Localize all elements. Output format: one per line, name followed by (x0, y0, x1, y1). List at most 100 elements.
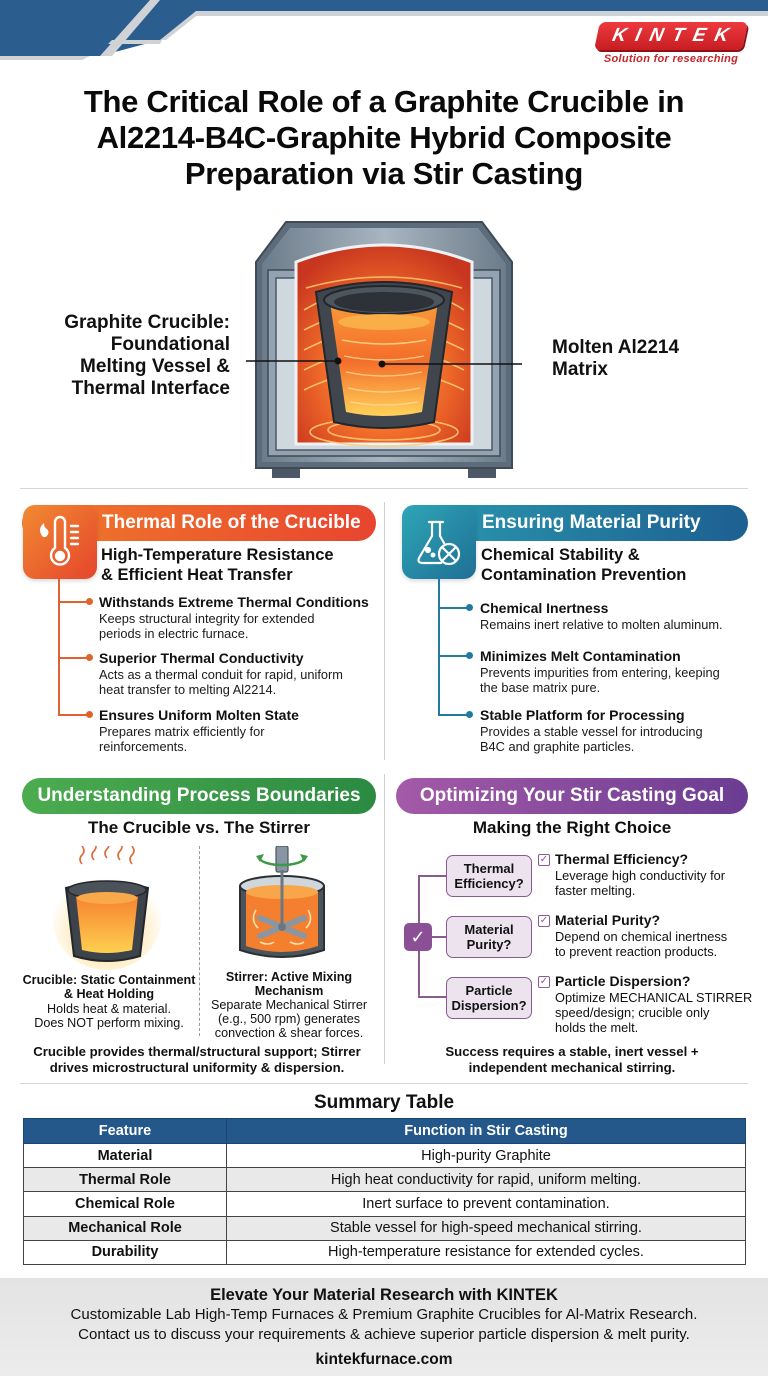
column-divider (384, 502, 385, 760)
choice-desc: faster melting. (555, 883, 636, 898)
item-desc: reinforcements. (99, 739, 188, 754)
checkbox-icon: ✓ (538, 854, 550, 866)
mechanical-stirrer-icon (239, 846, 325, 958)
title-line: Preparation via Stir Casting (184, 156, 584, 191)
item-desc: Acts as a thermal conduit for rapid, uni… (99, 667, 343, 682)
summary-table-title: Summary Table (313, 1092, 455, 1113)
function-cell: High heat conductivity for rapid, unifor… (226, 1167, 746, 1193)
choice-desc: Depend on chemical inertness (555, 929, 728, 944)
choice-desc: holds the melt. (555, 1020, 639, 1035)
summary-table: Feature Function in Stir Casting Materia… (23, 1118, 746, 1265)
choice-label: Thermal (463, 861, 515, 876)
boundaries-section-header: Understanding Process Boundaries (22, 778, 376, 814)
bullet-dot (466, 711, 473, 718)
choice-detail: Thermal Efficiency? Leverage high conduc… (555, 851, 755, 898)
feature-cell: Thermal Role (23, 1167, 227, 1193)
footer-text: Customizable Lab High-Temp Furnaces & Pr… (70, 1306, 698, 1323)
comparison-title: Mechanism (254, 984, 324, 998)
stirrer-comparison: Stirrer: Active Mixing Mechanism Separat… (202, 970, 376, 1040)
bullet-dot (466, 652, 473, 659)
footer-text: Contact us to discuss your requirements … (78, 1326, 690, 1343)
column-divider (384, 774, 385, 1064)
item-desc: periods in electric furnace. (99, 626, 249, 641)
purity-subtitle: Chemical Stability & Contamination Preve… (481, 545, 686, 585)
logo-tagline: Solution for researching (603, 53, 739, 65)
tree-connector (438, 655, 468, 657)
choice-title: Material Purity? (555, 912, 661, 928)
header-banner-shape (0, 0, 768, 60)
table-row: Durability High-temperature resistance f… (23, 1239, 746, 1265)
purity-item: Minimizes Melt Contamination Prevents im… (480, 648, 760, 695)
choice-desc: speed/design; crucible only (555, 1005, 710, 1020)
bullet-dot (86, 654, 93, 661)
footer-headline: Elevate Your Material Research with KINT… (210, 1286, 558, 1304)
boundaries-summary-note: Crucible provides thermal/structural sup… (14, 1044, 380, 1076)
choice-label: Purity? (466, 937, 512, 952)
tree-connector (58, 579, 60, 716)
optimizing-subtitle: Making the Right Choice (472, 818, 672, 837)
callout-line: Foundational (110, 334, 230, 355)
function-cell: Stable vessel for high-speed mechanical … (226, 1215, 746, 1241)
furnace-crucible-illustration (246, 221, 522, 478)
choice-desc: Leverage high conductivity for (555, 868, 726, 883)
comparison-desc: Holds heat & material. (47, 1002, 171, 1016)
page-title: The Critical Role of a Graphite Crucible… (0, 84, 768, 192)
item-title: Ensures Uniform Molten State (99, 707, 299, 723)
column-header: Feature (23, 1118, 227, 1144)
item-title: Withstands Extreme Thermal Conditions (99, 594, 369, 610)
table-header-row: Feature Function in Stir Casting (23, 1118, 746, 1144)
comparison-desc: Separate Mechanical Stirrer (210, 998, 368, 1012)
item-desc: Provides a stable vessel for introducing (480, 724, 703, 739)
section-divider (20, 488, 748, 489)
choice-title: Particle Dispersion? (555, 973, 691, 989)
tree-connector (58, 601, 88, 603)
comparison-title: Stirrer: Active Mixing (225, 970, 353, 984)
choice-label: Particle (465, 983, 513, 998)
tree-connector (58, 657, 88, 659)
callout-line: Molten Al2214 (552, 337, 680, 358)
thermal-item: Ensures Uniform Molten State Prepares ma… (99, 707, 379, 754)
purity-item: Chemical Inertness Remains inert relativ… (480, 600, 760, 632)
item-desc: B4C and graphite particles. (480, 739, 635, 754)
thermometer-flame-icon (23, 505, 97, 579)
item-desc: the base matrix pure. (480, 680, 601, 695)
function-cell: High-temperature resistance for extended… (226, 1239, 746, 1265)
choice-title: Thermal Efficiency? (555, 851, 689, 867)
tree-connector (58, 714, 88, 716)
logo-text: KINTEK (594, 22, 748, 50)
tree-connector (438, 579, 440, 716)
decision-check-icon: ✓ (404, 923, 432, 951)
choice-label: Material (464, 922, 514, 937)
note-line: Crucible provides thermal/structural sup… (33, 1044, 361, 1059)
website-link[interactable]: kintekfurnace.com (315, 1351, 453, 1368)
optimizing-summary-note: Success requires a stable, inert vessel … (396, 1044, 748, 1076)
subtitle-line: & Efficient Heat Transfer (101, 566, 293, 584)
checkbox-icon: ✓ (538, 976, 550, 988)
subtitle-line: Chemical Stability & (481, 546, 640, 564)
item-desc: Prevents impurities from entering, keepi… (480, 665, 720, 680)
feature-cell: Mechanical Role (23, 1215, 227, 1241)
thermal-item: Withstands Extreme Thermal Conditions Ke… (99, 594, 379, 641)
title-line: The Critical Role of a Graphite Crucible… (83, 84, 685, 119)
section-divider (20, 1083, 748, 1084)
callout-line: Graphite Crucible: (64, 312, 230, 333)
feature-cell: Chemical Role (23, 1191, 227, 1217)
bullet-dot (86, 598, 93, 605)
choice-desc: Optimize MECHANICAL STIRRER (555, 990, 753, 1005)
decision-connector (418, 875, 448, 877)
tree-connector (438, 714, 468, 716)
kintek-logo[interactable]: KINTEK Solution for researching (594, 22, 748, 65)
feature-cell: Durability (23, 1239, 227, 1265)
crucible-comparison: Crucible: Static Containment & Heat Hold… (20, 973, 198, 1030)
title-line: Al2214-B4C-Graphite Hybrid Composite (96, 120, 672, 155)
feature-cell: Material (23, 1142, 227, 1169)
function-cell: High-purity Graphite (226, 1142, 746, 1169)
flask-no-contamination-icon (402, 505, 476, 579)
choice-detail: Material Purity? Depend on chemical iner… (555, 912, 755, 959)
callout-line: Thermal Interface (71, 378, 230, 399)
choice-desc: to prevent reaction products. (555, 944, 718, 959)
footer-cta: Elevate Your Material Research with KINT… (0, 1278, 768, 1376)
